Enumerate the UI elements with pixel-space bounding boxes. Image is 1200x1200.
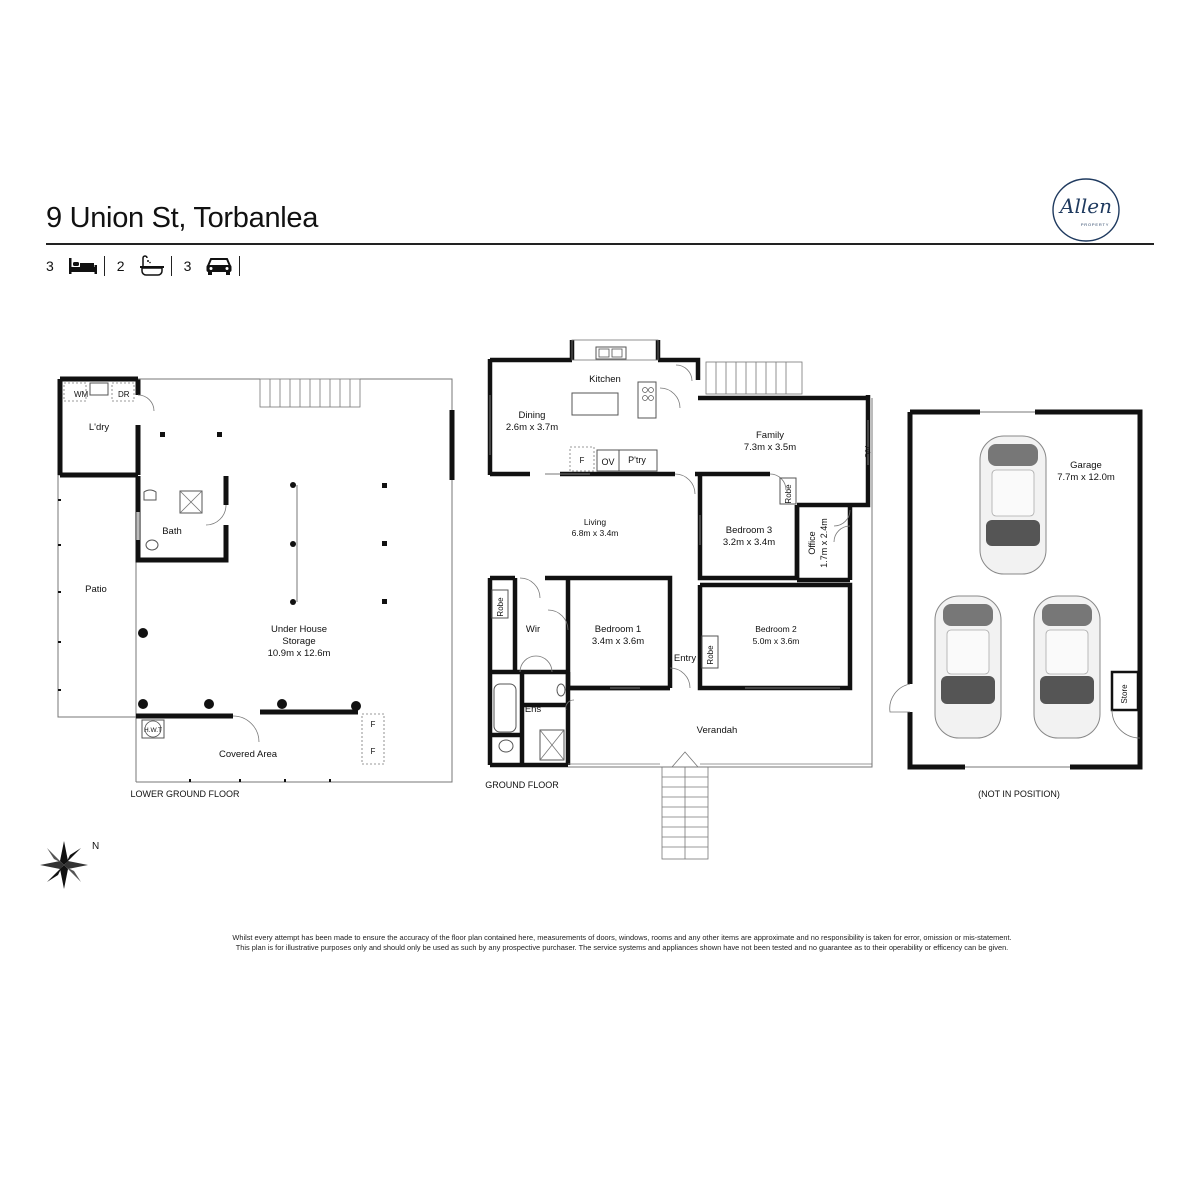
car-icon [206,258,232,275]
hwt-label: H.W.T [144,727,162,734]
storage-label-2: Storage [282,636,315,647]
dining-label: Dining [519,410,546,421]
garage-note: (NOT IN POSITION) [978,789,1060,799]
robe-label-wir: Robe [496,597,505,617]
verandah-label: Verandah [697,725,738,736]
ensuite-label: Ens [525,704,542,715]
washing-machine-label: WM [74,390,89,399]
lower-floor-caption: LOWER GROUND FLOOR [130,789,240,799]
freezer-label-2: F [371,747,376,756]
fridge-label: F [580,456,585,465]
pantry-label: P'try [628,455,646,465]
ac-label: A/C [863,446,870,458]
entry-label: Entry [674,653,696,664]
bath-label: Bath [162,526,182,537]
bathrooms-stat: 2 [117,255,184,277]
freezer-label-1: F [371,720,376,729]
garage: Garage 7.7m x 12.0m Store (NOT IN POSITI… [889,409,1143,799]
car-top-1 [979,435,1047,575]
page-title: 9 Union St, Torbanlea [46,202,319,234]
bedroom2-dims: 5.0m x 3.6m [753,636,800,646]
family-label: Family [756,430,784,441]
wir-label: Wir [526,624,540,635]
robe-label-bed3: Robe [784,484,793,504]
family-dims: 7.3m x 3.5m [744,442,796,453]
carspace-count: 3 [183,258,192,274]
stat-divider [239,256,241,276]
patio-label: Patio [85,584,107,595]
logo-text: Allen [1058,194,1112,218]
bedroom2-label: Bedroom 2 [755,624,797,634]
lower-ground-floor: WM DR L'dry Bath Patio Under House Stora… [57,376,455,799]
bathroom-count: 2 [116,258,125,274]
stat-divider [103,256,105,276]
car-top-3 [1033,595,1101,739]
bedroom1-dims: 3.4m x 3.6m [592,636,644,647]
store-label: Store [1120,684,1129,704]
allen-logo: Allen PROPERTY [1052,178,1120,242]
bedroom-count: 3 [46,258,54,274]
dining-dims: 2.6m x 3.7m [506,422,558,433]
bedroom1-label: Bedroom 1 [595,624,641,635]
garage-label: Garage [1070,460,1102,471]
kitchen-label: Kitchen [589,374,621,385]
bed-icon [68,258,97,274]
compass-icon [40,841,88,889]
header-rule [46,243,1154,245]
oven-label: OV [601,457,614,467]
stat-divider [170,256,172,276]
office-dims: 1.7m x 2.4m [819,518,829,568]
living-label: Living [584,517,606,527]
feature-stats: 3 2 3 [46,254,252,278]
compass-north-label: N [92,841,99,852]
office-label: Office [807,531,817,554]
garage-dims: 7.7m x 12.0m [1057,472,1115,483]
robe-label-bed2: Robe [706,645,715,665]
storage-label-1: Under House [271,624,327,635]
ground-floor-caption: GROUND FLOOR [485,780,559,790]
carspaces-stat: 3 [184,255,253,277]
car-top-2 [934,595,1002,739]
logo-subtext: PROPERTY [1081,222,1109,227]
bedroom3-dims: 3.2m x 3.4m [723,537,775,548]
bath-icon [139,255,164,276]
disclaimer-line-1: Whilst every attempt has been made to en… [232,933,1012,942]
bedroom3-label: Bedroom 3 [726,525,772,536]
laundry-label: L'dry [89,422,110,433]
living-dims: 6.8m x 3.4m [572,528,619,538]
covered-area-label: Covered Area [219,749,278,760]
ground-floor: Kitchen Dining 2.6m x 3.7m Family 7.3m x… [485,339,873,860]
storage-dims: 10.9m x 12.6m [268,648,331,659]
dryer-label: DR [118,390,130,399]
disclaimer-line-2: This plan is for illustrative purposes o… [235,943,1009,952]
bedrooms-stat: 3 [46,256,117,276]
